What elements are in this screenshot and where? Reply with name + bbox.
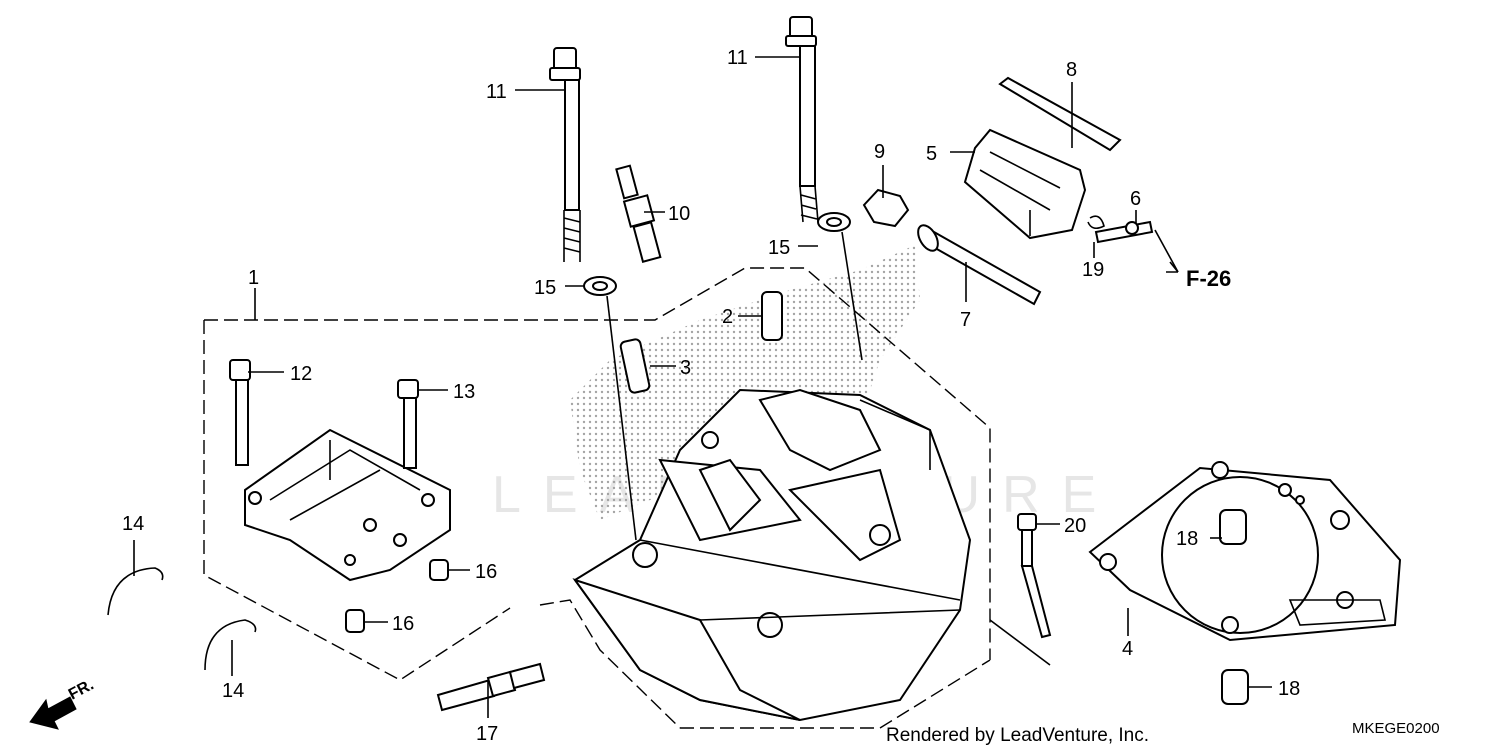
dowel-pin-16a (429, 559, 449, 581)
callout-2: 2 (722, 306, 733, 328)
circlip (1087, 215, 1105, 230)
callout-6: 6 (1130, 188, 1141, 210)
leader-lines (133, 56, 1272, 718)
reference-label[interactable]: F-26 (1186, 266, 1231, 291)
front-direction-arrow: FR. (29, 676, 97, 730)
seal-14a (107, 567, 164, 616)
bolt-13 (397, 379, 419, 469)
clip (862, 188, 910, 228)
callout-18-upper: 18 (1176, 528, 1198, 550)
cylinder-head (572, 388, 972, 722)
callout-5: 5 (926, 143, 937, 165)
cylinder-head-bolt-left (549, 47, 581, 262)
callout-14-upper: 14 (122, 513, 144, 535)
callout-11-left: 11 (486, 81, 507, 103)
callout-12: 12 (290, 363, 312, 385)
cam-holder (963, 128, 1087, 240)
callout-7: 7 (960, 309, 971, 331)
callout-3: 3 (680, 357, 691, 379)
callout-9: 9 (874, 141, 885, 163)
callout-10: 10 (668, 203, 690, 225)
bolt-12 (229, 359, 251, 466)
cylinder-head-bolt-right (785, 16, 819, 223)
shading-pattern (570, 245, 920, 520)
stud-bolt (436, 662, 546, 712)
camshaft-holder (244, 428, 451, 582)
assembly-outline-1 (203, 267, 991, 729)
callout-13: 13 (453, 381, 475, 403)
valve-guide-2 (761, 291, 783, 341)
bolt-20 (1017, 513, 1052, 639)
rocker-shaft-7 (917, 224, 1042, 306)
cylinder-head-gasket (1088, 461, 1402, 642)
callout-15-left: 15 (534, 277, 556, 299)
callout-11-right: 11 (727, 47, 748, 69)
rocker-shaft-8 (998, 76, 1122, 152)
dowel-pin-18b (1221, 669, 1249, 705)
callout-8: 8 (1066, 59, 1077, 81)
diagram-code: MKEGE0200 (1352, 720, 1440, 737)
callout-16-lower: 16 (392, 613, 414, 635)
spark-plug (615, 164, 662, 263)
callout-20: 20 (1064, 515, 1086, 537)
valve-guide-3 (619, 338, 651, 394)
callout-19: 19 (1082, 259, 1104, 281)
seal-14b (204, 619, 257, 671)
leader-dashed-17 (539, 599, 681, 729)
callout-15-right: 15 (768, 237, 790, 259)
dowel-pin-18a (1219, 509, 1247, 545)
callout-18-lower: 18 (1278, 678, 1300, 700)
callout-14-lower: 14 (222, 680, 244, 702)
dowel-pin-16b (345, 609, 365, 633)
pin (1094, 220, 1154, 244)
callout-17: 17 (476, 723, 498, 745)
callout-1: 1 (248, 267, 259, 289)
callout-16-upper: 16 (475, 561, 497, 583)
credit-text: Rendered by LeadVenture, Inc. (886, 725, 1149, 746)
callout-4: 4 (1122, 638, 1133, 660)
